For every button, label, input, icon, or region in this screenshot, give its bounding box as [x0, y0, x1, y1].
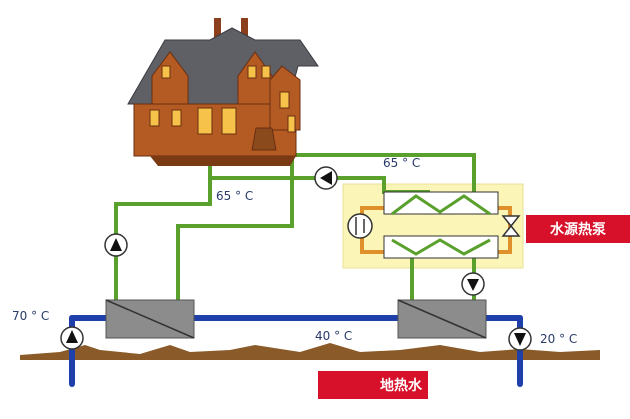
right-heat-exchanger	[397, 299, 487, 339]
heat-pump-condenser	[383, 191, 499, 216]
temp-inlet-label: 70 ° C	[12, 309, 49, 323]
pump-top-icon	[314, 166, 338, 190]
compressor-symbol	[355, 217, 365, 235]
heat-pump-tag: 水源热泵	[526, 215, 630, 243]
pump-left-icon	[104, 233, 128, 257]
left-heat-exchanger	[105, 299, 195, 339]
temp-outlet-label: 20 ° C	[540, 332, 577, 346]
heat-pump-evaporator	[383, 235, 499, 259]
pump-outlet-icon	[508, 327, 532, 351]
expansion-valve-icon	[501, 215, 521, 237]
temp-house-top-label: 65 ° C	[383, 156, 420, 170]
geothermal-water-tag: 地热水	[318, 371, 428, 399]
pump-inlet-icon	[60, 326, 84, 350]
ground	[20, 343, 600, 360]
house-icon	[127, 18, 319, 166]
pump-right-icon	[461, 272, 485, 296]
compressor-icon	[347, 213, 373, 239]
temp-mid-label: 40 ° C	[315, 329, 352, 343]
temp-house-left-label: 65 ° C	[216, 189, 253, 203]
